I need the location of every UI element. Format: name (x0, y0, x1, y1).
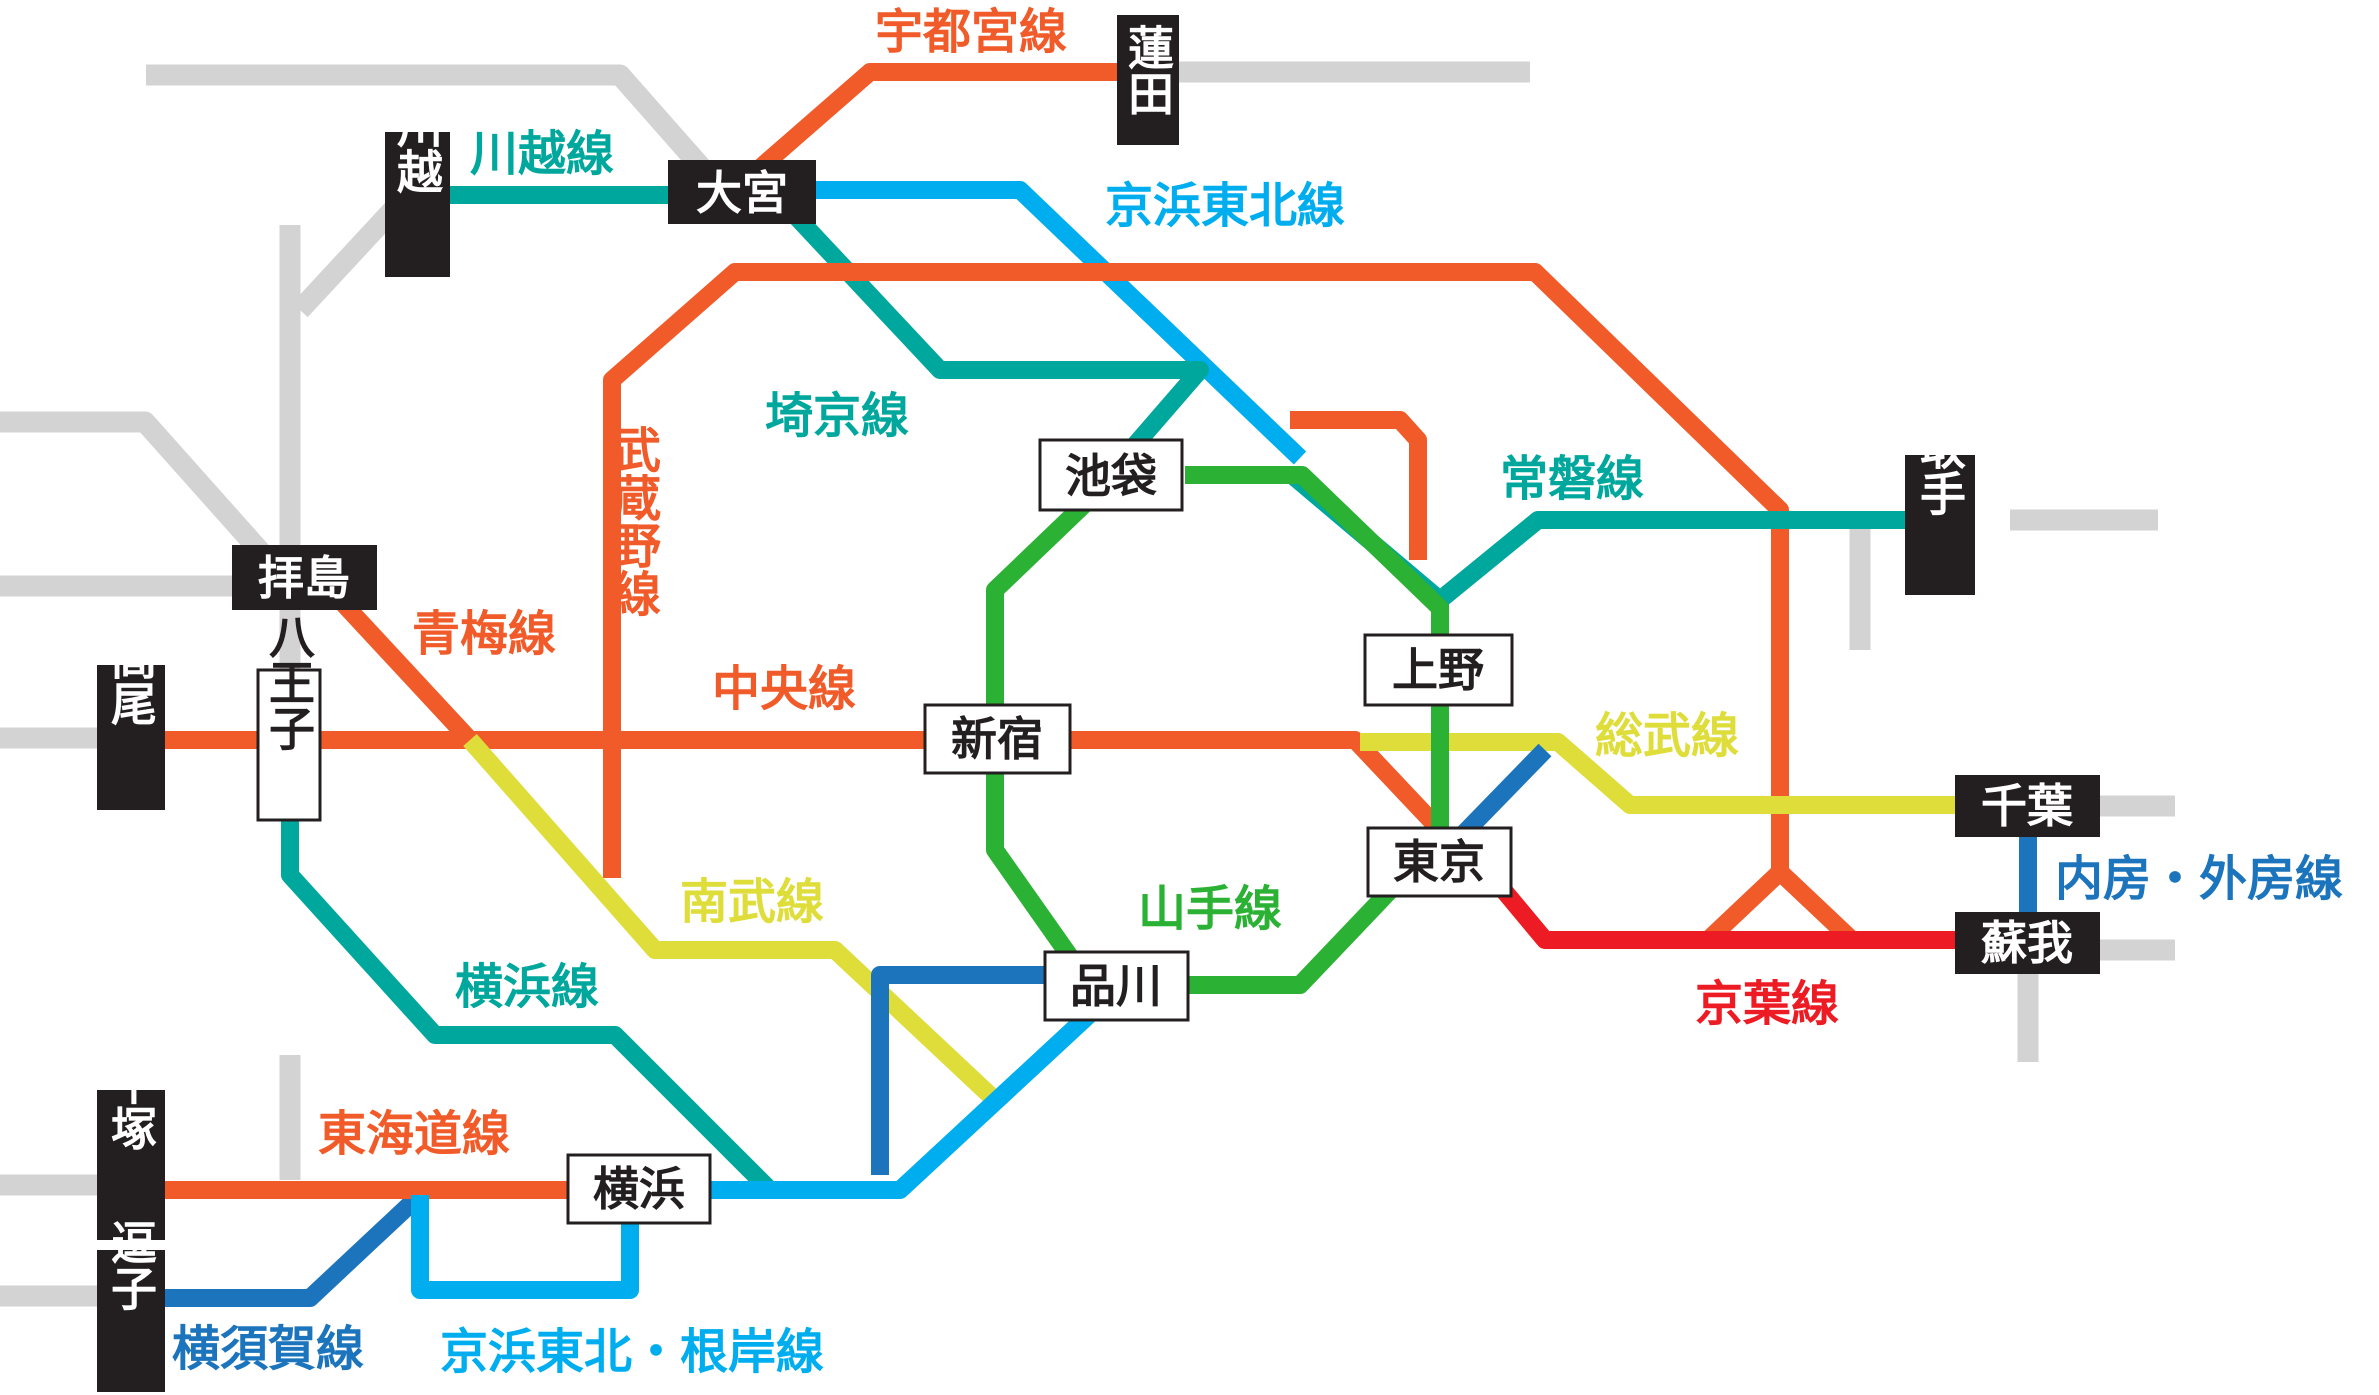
station-soga-label: 蘇我 (1981, 916, 2073, 970)
yokohama-line-label: 横浜線 (455, 959, 599, 1015)
nambu-line-label: 南武線 (680, 874, 824, 930)
station-zushi-label: 逗子 (104, 1219, 158, 1311)
utsunomiya-line-label: 宇都宮線 (875, 4, 1067, 60)
nambu-line-route (463, 734, 1002, 1107)
keihin-tohoku-south-route (700, 993, 1112, 1199)
musashino-line-route (603, 263, 1789, 878)
station-tokyo-label: 東京 (1393, 835, 1485, 889)
keihin-tohoku-negishi-line-label: 京浜東北・根岸線 (440, 1324, 824, 1380)
sobu-line-route (1360, 733, 1960, 814)
saikyo-line-label: 埼京線 (765, 388, 909, 444)
ome-line-route (333, 593, 477, 747)
station-soga[interactable]: 蘇我 (1955, 912, 2100, 974)
station-chiba[interactable]: 千葉 (1955, 775, 2100, 837)
yokosuka-line-route (871, 966, 1060, 1175)
station-hiratsuka[interactable]: 平塚 (97, 1059, 165, 1240)
station-shinagawa-label: 品川 (1070, 959, 1162, 1013)
station-hachioji-label: 八王子 (262, 613, 316, 751)
yokosuka-line-label: 横須賀線 (172, 1321, 364, 1377)
station-takao[interactable]: 高尾 (97, 634, 165, 810)
station-shinjuku-label: 新宿 (951, 712, 1043, 766)
station-hachioji[interactable]: 八王子 (256, 613, 322, 822)
station-ueno-label: 上野 (1392, 643, 1484, 697)
stations: 蓮田 大宮 川越 取手 拝島 高尾 千葉 蘇我 (97, 15, 2100, 1392)
chuo-line-label: 中央線 (712, 661, 856, 717)
station-ueno[interactable]: 上野 (1363, 633, 1514, 707)
station-haijima-label: 拝島 (258, 551, 350, 605)
station-chiba-label: 千葉 (1981, 779, 2074, 833)
ome-line-label: 青梅線 (412, 606, 556, 662)
line-labels: 宇都宮線 川越線 京浜東北線 埼京線 常磐線 青梅線 中央線 総武線 南武線 山… (172, 4, 2343, 1380)
utsunomiya-line-route (754, 63, 1130, 175)
station-ikebukuro[interactable]: 池袋 (1038, 438, 1184, 512)
yamanote-line-label: 山手線 (1138, 881, 1282, 937)
negishi-line-route (411, 1195, 639, 1299)
keihin-tohoku-line-label: 京浜東北線 (1105, 178, 1345, 234)
station-hasuda-label: 蓮田 (1121, 24, 1175, 116)
station-takao-label: 高尾 (104, 634, 158, 726)
station-hiratsuka-label: 平塚 (104, 1059, 158, 1151)
station-ikebukuro-label: 池袋 (1065, 449, 1157, 503)
station-yokohama[interactable]: 横浜 (566, 1153, 712, 1225)
station-toride-label: 取手 (1913, 424, 1967, 516)
saikyo-line-route (783, 203, 1209, 474)
joban-line-label: 常磐線 (1500, 451, 1644, 507)
yamanote-line-route (1162, 466, 1449, 994)
keiyo-line-label: 京葉線 (1695, 976, 1839, 1032)
station-shinjuku[interactable]: 新宿 (923, 703, 1072, 775)
musashino-line-label-text: 武蔵野線 (604, 425, 661, 617)
station-omiya-label: 大宮 (696, 166, 788, 220)
kawagoe-line-label: 川越線 (470, 126, 614, 182)
chuo-line-route (160, 731, 1447, 837)
tohoku-link-route (1290, 411, 1427, 560)
station-toride[interactable]: 取手 (1905, 424, 1975, 595)
station-hasuda[interactable]: 蓮田 (1117, 15, 1179, 145)
yokohama-line-route (281, 820, 777, 1197)
keiyo-branch-right (1773, 865, 1859, 947)
station-yokohama-label: 横浜 (593, 1162, 685, 1216)
station-haijima[interactable]: 拝島 (232, 545, 377, 610)
sobu-line-label: 総武線 (1595, 708, 1739, 764)
station-shinagawa[interactable]: 品川 (1043, 950, 1190, 1022)
station-kawagoe[interactable]: 川越 (385, 102, 450, 277)
station-zushi[interactable]: 逗子 (97, 1219, 165, 1392)
yokosuka-line-south-route (160, 1188, 427, 1307)
station-tokyo[interactable]: 東京 (1366, 826, 1513, 898)
musashino-line-label: 武蔵野線 (604, 425, 661, 617)
station-kawagoe-label: 川越 (390, 102, 444, 194)
keiyo-branch-left (1701, 865, 1787, 947)
station-omiya[interactable]: 大宮 (668, 160, 816, 224)
other-lines (0, 61, 2175, 1307)
uchibo-sotobo-line-label: 内房・外房線 (2055, 851, 2343, 907)
joban-line-route (1434, 511, 1918, 607)
keiyo-line-route (1488, 874, 1970, 949)
tokaido-line-label: 東海道線 (318, 1106, 510, 1162)
